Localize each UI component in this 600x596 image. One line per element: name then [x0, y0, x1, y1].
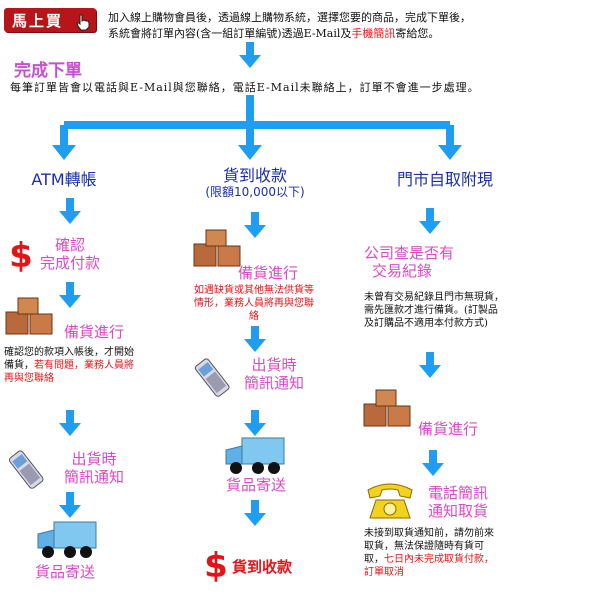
atm-step-ship-sms: 出貨時 簡訊通知 — [63, 450, 124, 486]
svg-text:$: $ — [204, 546, 228, 582]
arrow-to-cod — [238, 145, 262, 160]
boxes-icon — [5, 297, 53, 335]
connector-trunk — [246, 95, 254, 125]
buy-now-label: 馬上買 — [12, 11, 64, 30]
sms-highlight: 手機簡訊 — [351, 27, 396, 40]
dollar-icon: $ — [9, 236, 33, 272]
store-note-record: 未曾有交易紀錄且門市無現貨，需先匯款才進行備貨。(訂製品及訂購品不適用本付款方式… — [364, 292, 504, 329]
boxes-icon — [193, 229, 241, 267]
mobile-phone-icon — [194, 358, 230, 397]
boxes-icon — [363, 389, 411, 427]
cod-step-ship-sms: 出貨時 簡訊通知 — [243, 356, 304, 392]
connector-branch — [64, 121, 450, 129]
hand-pointer-icon — [76, 14, 90, 31]
store-note-pickup: 未接到取貨通知前，請勿前來取貨，無法保證隨時有貨可取，七日內未完成取貨付款，訂單… — [364, 528, 494, 578]
cod-limit: (限額10,000以下) — [205, 185, 305, 199]
store-step-check-record: 公司查是否有 交易紀錄 — [364, 244, 455, 280]
cod-note: 如遇缺貨或其他無法供貨等情形，業務人員將再與您聯絡 — [194, 285, 314, 322]
atm-step-deliver: 貨品寄送 — [34, 563, 95, 581]
svg-text:$: $ — [9, 236, 33, 272]
dollar-icon: $ — [204, 546, 228, 582]
arrow-to-store — [438, 145, 462, 160]
store-step-prepare: 備貨進行 — [417, 420, 478, 438]
complete-order-heading: 完成下單 — [14, 61, 82, 81]
atm-step-prepare: 備貨進行 — [63, 323, 124, 341]
truck-icon — [225, 437, 285, 474]
cod-step-prepare: 備貨進行 — [237, 264, 298, 282]
cod-step-deliver: 貨品寄送 — [225, 476, 286, 494]
atm-note: 確認您的款項入帳後，才開始備貨，若有問題，業務人員將再與您聯絡 — [4, 347, 134, 384]
store-step-notify: 電話簡訊 通知取貨 — [427, 484, 488, 520]
cash-on-delivery-title: 貨到收款 — [222, 166, 287, 185]
atm-step-confirm: 確認 完成付款 — [39, 236, 100, 272]
complete-order-text: 每筆訂單皆會以電話與E-Mail與您聯絡，電話E-Mail未聯絡上，訂單不會進一… — [10, 81, 480, 94]
telephone-icon — [367, 483, 413, 519]
arrow-to-atm — [52, 145, 76, 160]
cod-step-collect: 貨到收款 — [232, 558, 293, 576]
arrow-down — [239, 42, 261, 68]
mobile-phone-icon — [8, 450, 44, 489]
buy-now-button[interactable]: 馬上買 — [4, 8, 96, 32]
truck-icon — [37, 521, 97, 558]
intro-text: 加入線上購物會員後，透過線上購物系統，選擇您要的商品，完成下單後， 系統會將訂單… — [108, 11, 471, 40]
atm-transfer-title: ATM轉帳 — [31, 170, 97, 189]
store-pickup-title: 門市自取附現 — [396, 170, 493, 189]
